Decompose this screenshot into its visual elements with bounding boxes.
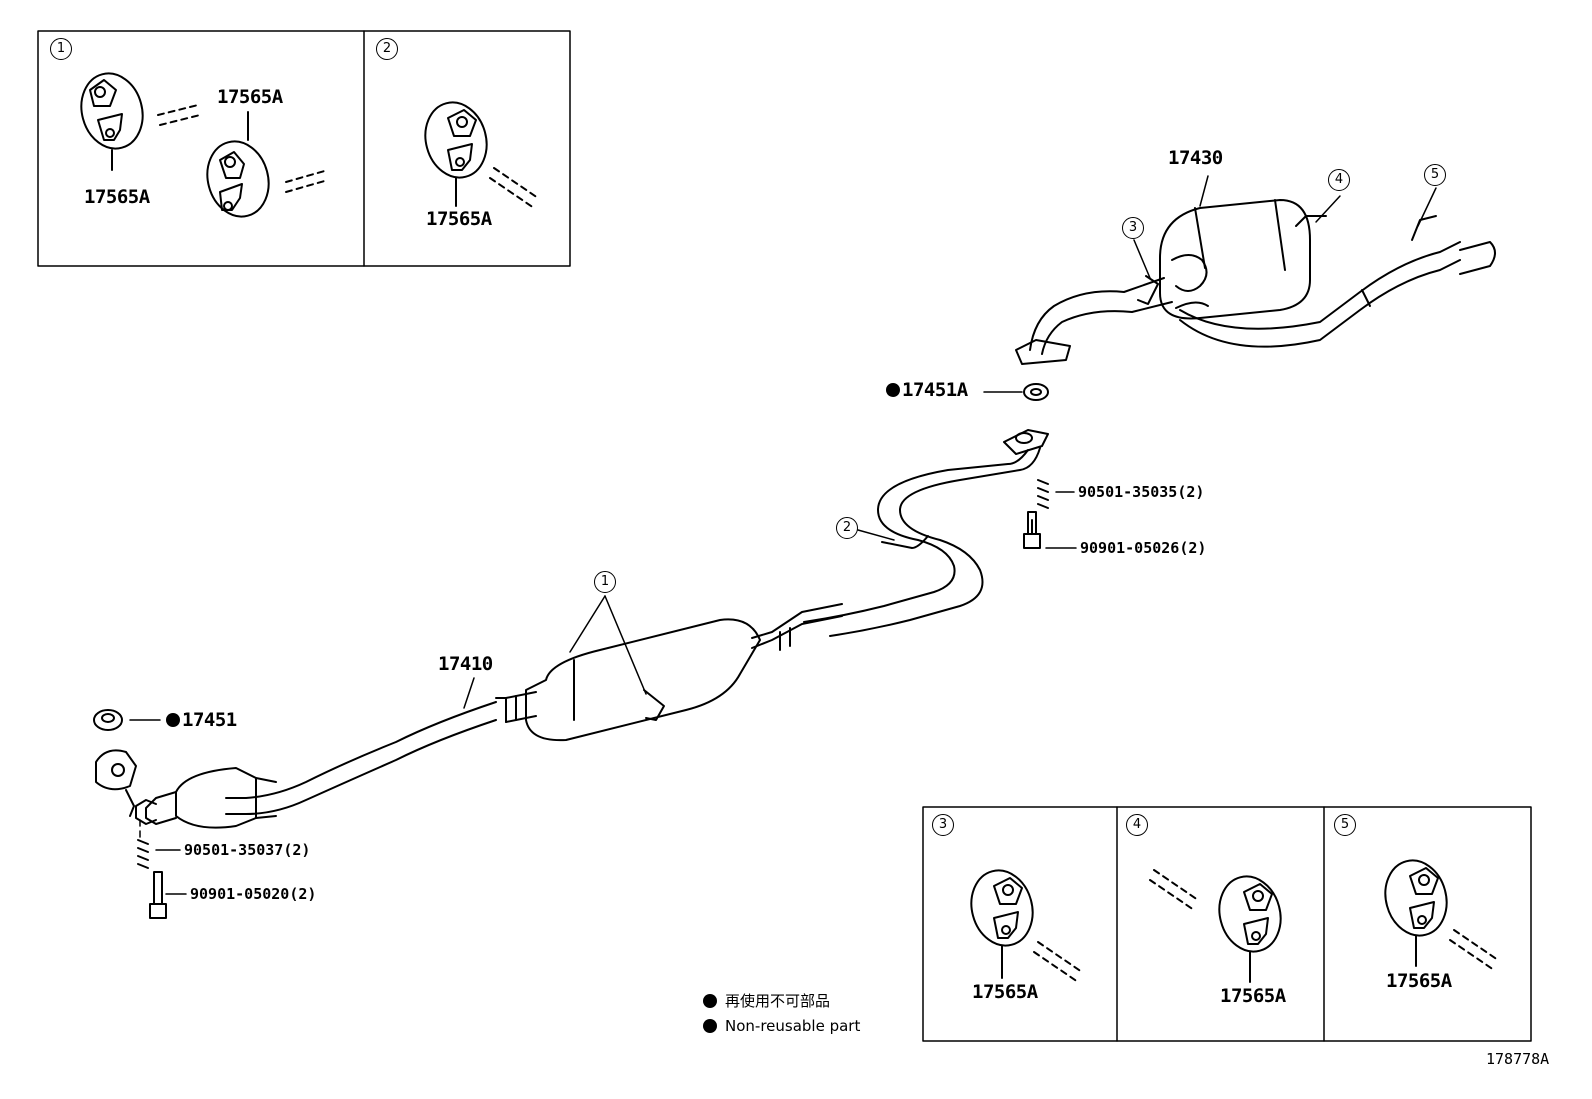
callout-5: 5 <box>1424 164 1446 186</box>
inset-box-1-2-frame <box>37 30 571 267</box>
center-pipe <box>803 429 1049 637</box>
callout-4-inset: 4 <box>1126 814 1148 836</box>
part-label-90501-35035: 90501-35035(2) <box>1078 483 1205 501</box>
inset-box-3-5-frame <box>922 806 1532 1042</box>
callout-2: 2 <box>836 517 858 539</box>
inset-1-label-a: 17565A <box>217 86 283 108</box>
inset-2-label: 17565A <box>426 208 492 230</box>
gasket-17451A <box>1023 383 1049 401</box>
inset-1-label-b: 17565A <box>84 186 150 208</box>
part-label-17451A: 17451A <box>886 381 968 400</box>
hanger-icon <box>424 101 488 207</box>
inset-5-label: 17565A <box>1386 970 1452 992</box>
filled-dot-icon <box>703 1019 717 1033</box>
hanger-icon <box>970 869 1034 979</box>
hanger-icon <box>1218 875 1282 983</box>
hanger-icon <box>206 111 270 218</box>
part-label-90501-35037: 90501-35037(2) <box>184 841 311 859</box>
part-label-17410: 17410 <box>438 653 493 675</box>
front-pipe-17410 <box>95 603 843 829</box>
callout-5-inset: 5 <box>1334 814 1356 836</box>
part-label-90901-05026: 90901-05026(2) <box>1080 539 1207 557</box>
gasket-17451 <box>93 709 123 731</box>
filled-dot-icon <box>703 994 717 1008</box>
main-muffler <box>1015 199 1496 365</box>
inset-3-label: 17565A <box>972 981 1038 1003</box>
legend-japanese: 再使用不可部品 <box>703 994 830 1009</box>
callout-1: 1 <box>594 571 616 593</box>
diagram-reference-number: 178778A <box>1486 1050 1550 1068</box>
part-label-90901-05020: 90901-05020(2) <box>190 885 317 903</box>
bolt-90901-05020 <box>149 871 167 919</box>
hanger-icon <box>80 72 144 171</box>
spring-90501-35037 <box>137 839 149 869</box>
legend-english: Non-reusable part <box>703 1019 860 1034</box>
callout-1-inset: 1 <box>50 38 72 60</box>
part-label-17430: 17430 <box>1168 147 1223 169</box>
part-label-17451: 17451 <box>166 711 237 730</box>
callout-3-inset: 3 <box>932 814 954 836</box>
spring-90501-35035 <box>1037 479 1049 509</box>
callout-4: 4 <box>1328 169 1350 191</box>
inset-4-label: 17565A <box>1220 985 1286 1007</box>
bolt-90901-05026 <box>1023 511 1041 549</box>
callout-2-inset: 2 <box>376 38 398 60</box>
hanger-icon <box>1384 859 1448 967</box>
callout-3: 3 <box>1122 217 1144 239</box>
